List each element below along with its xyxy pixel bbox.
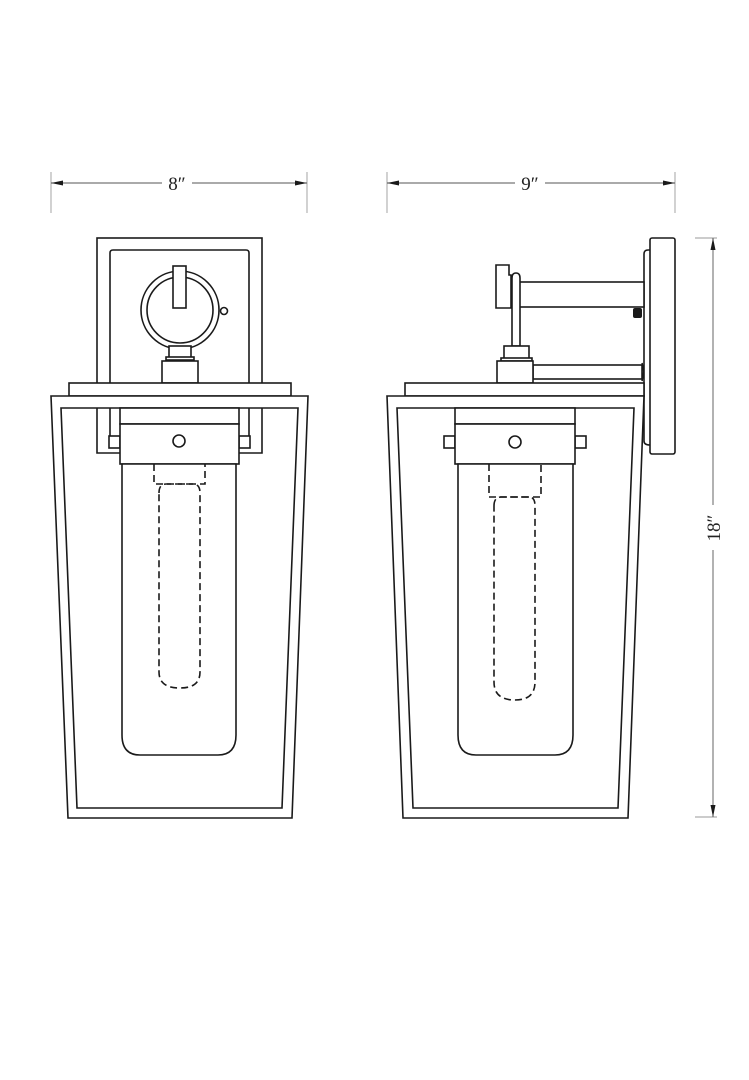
glass-cylinder xyxy=(121,463,237,756)
side-stem-body xyxy=(496,360,534,384)
upper-arm xyxy=(509,281,645,308)
side-housing-screw xyxy=(508,435,522,449)
set-screw xyxy=(219,306,229,316)
arm-end-cap xyxy=(495,264,512,309)
side-top-cap xyxy=(404,382,645,397)
height-dimension: 18″ xyxy=(695,237,725,818)
lower-arm xyxy=(532,364,643,380)
side-view xyxy=(386,237,676,819)
wall-plate-edge xyxy=(643,249,650,441)
backplate-inner xyxy=(109,249,250,451)
arm-screw xyxy=(633,308,642,318)
socket-collar xyxy=(119,407,240,425)
wall-plate xyxy=(649,237,676,455)
depth-label: 9″ xyxy=(521,174,538,195)
width-label: 8″ xyxy=(168,174,185,195)
hanger-rod xyxy=(511,272,521,347)
width-dimension: 8″ xyxy=(50,172,308,213)
stem-body xyxy=(161,360,199,384)
ring-clip xyxy=(172,265,187,309)
height-label: 18″ xyxy=(704,515,725,542)
side-socket-collar xyxy=(454,407,576,425)
top-cap xyxy=(68,382,292,397)
side-glass-cylinder xyxy=(457,463,574,756)
side-stem-nut xyxy=(503,345,530,360)
housing-screw xyxy=(172,434,186,448)
front-view xyxy=(50,237,309,819)
depth-dimension: 9″ xyxy=(386,172,676,213)
